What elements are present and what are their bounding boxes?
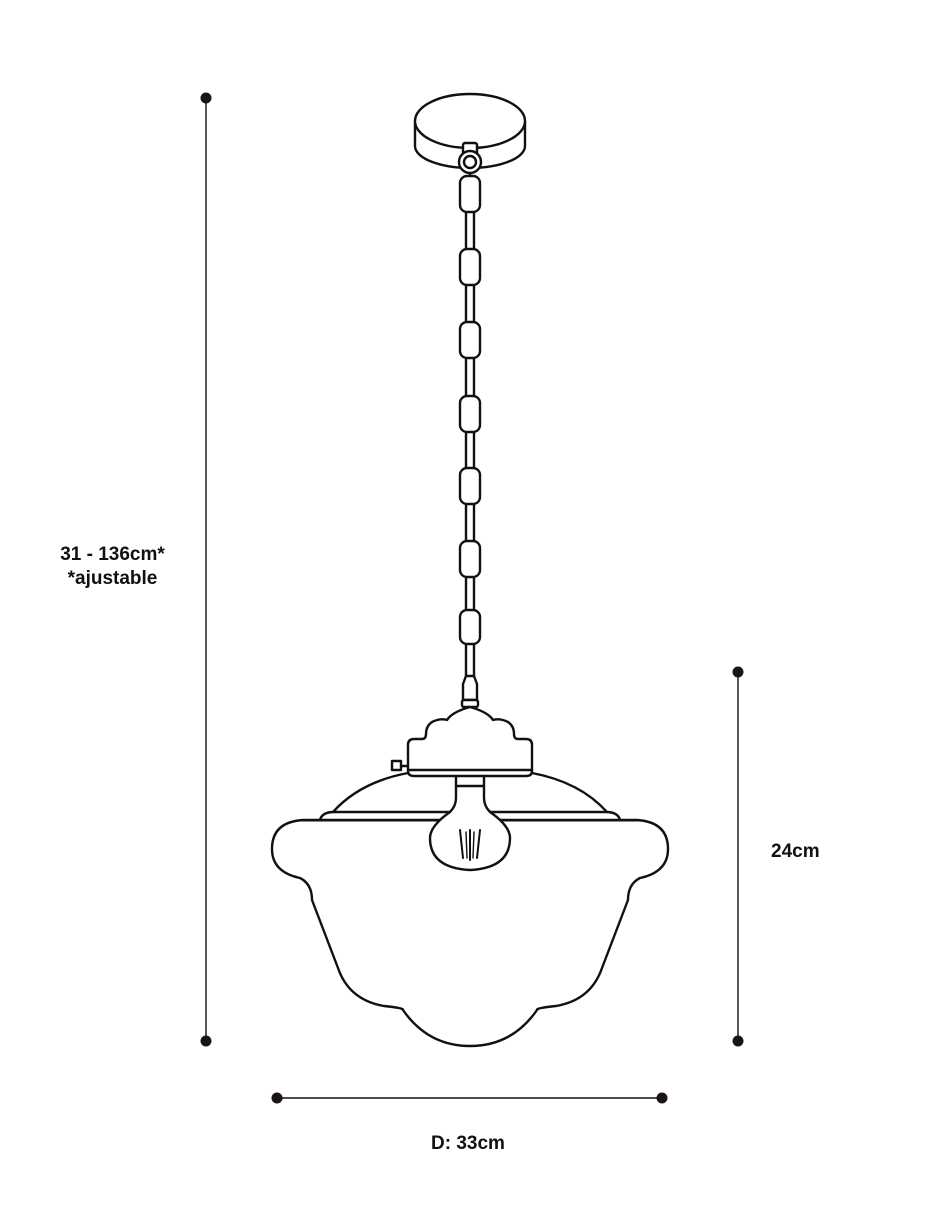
adjustable-note: *ajustable [67,568,158,589]
ceiling-canopy [413,92,527,175]
diameter-label: D: 33cm [431,1133,505,1154]
shade-height-label: 24cm [771,841,820,862]
shade-gallery [390,705,534,778]
chain [458,172,482,709]
diameter-left-dot [271,1092,283,1104]
diameter-dimension [271,1092,668,1104]
schoolhouse-shade [270,818,670,1048]
total-height-dimension [200,92,212,1047]
total-height-bottom-dot [200,1035,212,1047]
filament-bulb-icon [428,774,512,872]
total-height-label: 31 - 136cm* *ajustable [40,543,185,591]
shade-height-top-dot [732,666,744,678]
total-height-top-dot [200,92,212,104]
diameter-right-dot [656,1092,668,1104]
shade-height-bottom-dot [732,1035,744,1047]
shade-height-dimension [732,666,744,1047]
total-height-value: 31 - 136cm* [60,544,165,565]
